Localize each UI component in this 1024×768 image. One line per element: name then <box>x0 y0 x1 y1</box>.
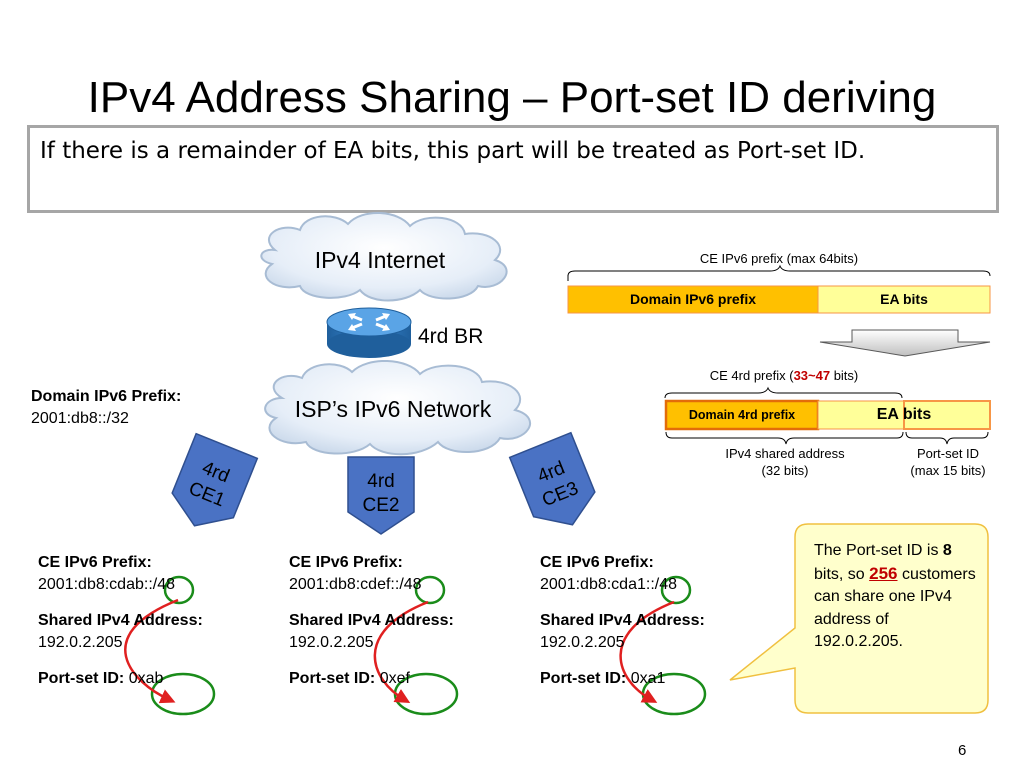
isp-cloud <box>264 360 531 456</box>
callout-bits: 8 <box>942 542 952 559</box>
ce1-prefix-value: 2001:db8:cdab::/48 <box>38 576 176 593</box>
ce1-portset-value: 0xab <box>128 670 164 687</box>
ce2-prefix-value: 2001:db8:cdef::/48 <box>289 576 422 593</box>
ipv6-prefix-bar <box>567 264 991 314</box>
4rd-ea-segment: EA bits <box>876 406 932 423</box>
ipv6-domain-segment: Domain IPv6 prefix <box>629 291 757 307</box>
ce1-addr-label: Shared IPv4 Address: <box>38 612 203 629</box>
page-number: 6 <box>958 742 967 759</box>
4rd-bar-caption: CE 4rd prefix (33~47 bits) <box>666 367 902 384</box>
ipv4-shared-caption-1: IPv4 shared address <box>725 446 845 461</box>
portset-caption-2: (max 15 bits) <box>910 463 986 478</box>
4rd-caption-pre: CE 4rd prefix ( <box>709 368 794 383</box>
transform-down-arrow <box>819 329 991 357</box>
ce2-info: CE IPv6 Prefix: 2001:db8:cdef::/48 Share… <box>289 552 509 704</box>
ipv6-ea-segment: EA bits <box>880 291 928 307</box>
ce3-prefix-label: CE IPv6 Prefix: <box>540 554 654 571</box>
4rd-prefix-bar <box>664 386 991 445</box>
ce2-label-line2: CE2 <box>362 495 400 516</box>
callout-text: The Port-set ID is 8 bits, so 256 custom… <box>814 540 979 654</box>
ipv4-shared-caption: IPv4 shared address (32 bits) <box>690 445 880 479</box>
ce3-portset-label: Port-set ID: <box>540 670 627 687</box>
4rd-domain-segment: Domain 4rd prefix <box>688 408 796 422</box>
ce3-addr-value: 192.0.2.205 <box>540 634 625 651</box>
ce3-portset-value: 0xa1 <box>630 670 666 687</box>
internet-cloud <box>260 211 508 302</box>
intro-text: If there is a remainder of EA bits, this… <box>40 138 866 164</box>
ce1-info: CE IPv6 Prefix: 2001:db8:cdab::/48 Share… <box>38 552 258 704</box>
ce1-prefix-label: CE IPv6 Prefix: <box>38 554 152 571</box>
slide-title: IPv4 Address Sharing – Port-set ID deriv… <box>87 73 937 122</box>
ce2-prefix-label: CE IPv6 Prefix: <box>289 554 403 571</box>
domain-prefix-block: Domain IPv6 Prefix: 2001:db8::/32 <box>31 386 181 430</box>
ipv6-bar-caption: CE IPv6 prefix (max 64bits) <box>699 251 859 266</box>
ce1-portset-label: Port-set ID: <box>38 670 125 687</box>
4rd-caption-post: bits) <box>830 368 859 383</box>
callout-bubble <box>729 523 989 714</box>
callout-t1: The Port-set ID is <box>814 542 943 559</box>
intro-text-box: If there is a remainder of EA bits, this… <box>27 125 999 213</box>
isp-network-label: ISP’s IPv6 Network <box>294 396 492 422</box>
ce2-portset-label: Port-set ID: <box>289 670 376 687</box>
br-router-icon <box>326 307 412 358</box>
portset-caption: Port-set ID (max 15 bits) <box>898 445 998 479</box>
internet-label: IPv4 Internet <box>314 247 446 273</box>
callout-t3: customers can share one IPv4 address of … <box>814 565 976 651</box>
ce1-highlight <box>124 575 216 716</box>
ce2-addr-value: 192.0.2.205 <box>289 634 374 651</box>
portset-caption-1: Port-set ID <box>916 446 980 461</box>
domain-prefix-value: 2001:db8::/32 <box>31 410 129 427</box>
ce2-device <box>347 456 415 535</box>
ce2-label-line1: 4rd <box>367 471 395 492</box>
ipv4-shared-caption-2: (32 bits) <box>761 463 809 478</box>
ce2-addr-label: Shared IPv4 Address: <box>289 612 454 629</box>
ce3-device <box>508 431 596 526</box>
ce3-addr-label: Shared IPv4 Address: <box>540 612 705 629</box>
ce2-portset-value: 0xef <box>379 670 410 687</box>
ce1-addr-value: 192.0.2.205 <box>38 634 123 651</box>
ce2-highlight <box>373 575 459 716</box>
br-label: 4rd BR <box>418 325 484 348</box>
ce3-prefix-value: 2001:db8:cda1::/48 <box>540 576 678 593</box>
callout-t2: bits, so <box>814 565 870 583</box>
ce3-info: CE IPv6 Prefix: 2001:db8:cda1::/48 Share… <box>540 552 760 704</box>
ce1-device <box>171 432 259 527</box>
domain-prefix-title: Domain IPv6 Prefix: <box>31 388 182 405</box>
ce3-highlight <box>619 575 707 716</box>
ce2-label: 4rd CE2 <box>356 470 406 518</box>
4rd-caption-range: 33~47 <box>793 368 831 383</box>
callout-count: 256 <box>869 563 898 583</box>
